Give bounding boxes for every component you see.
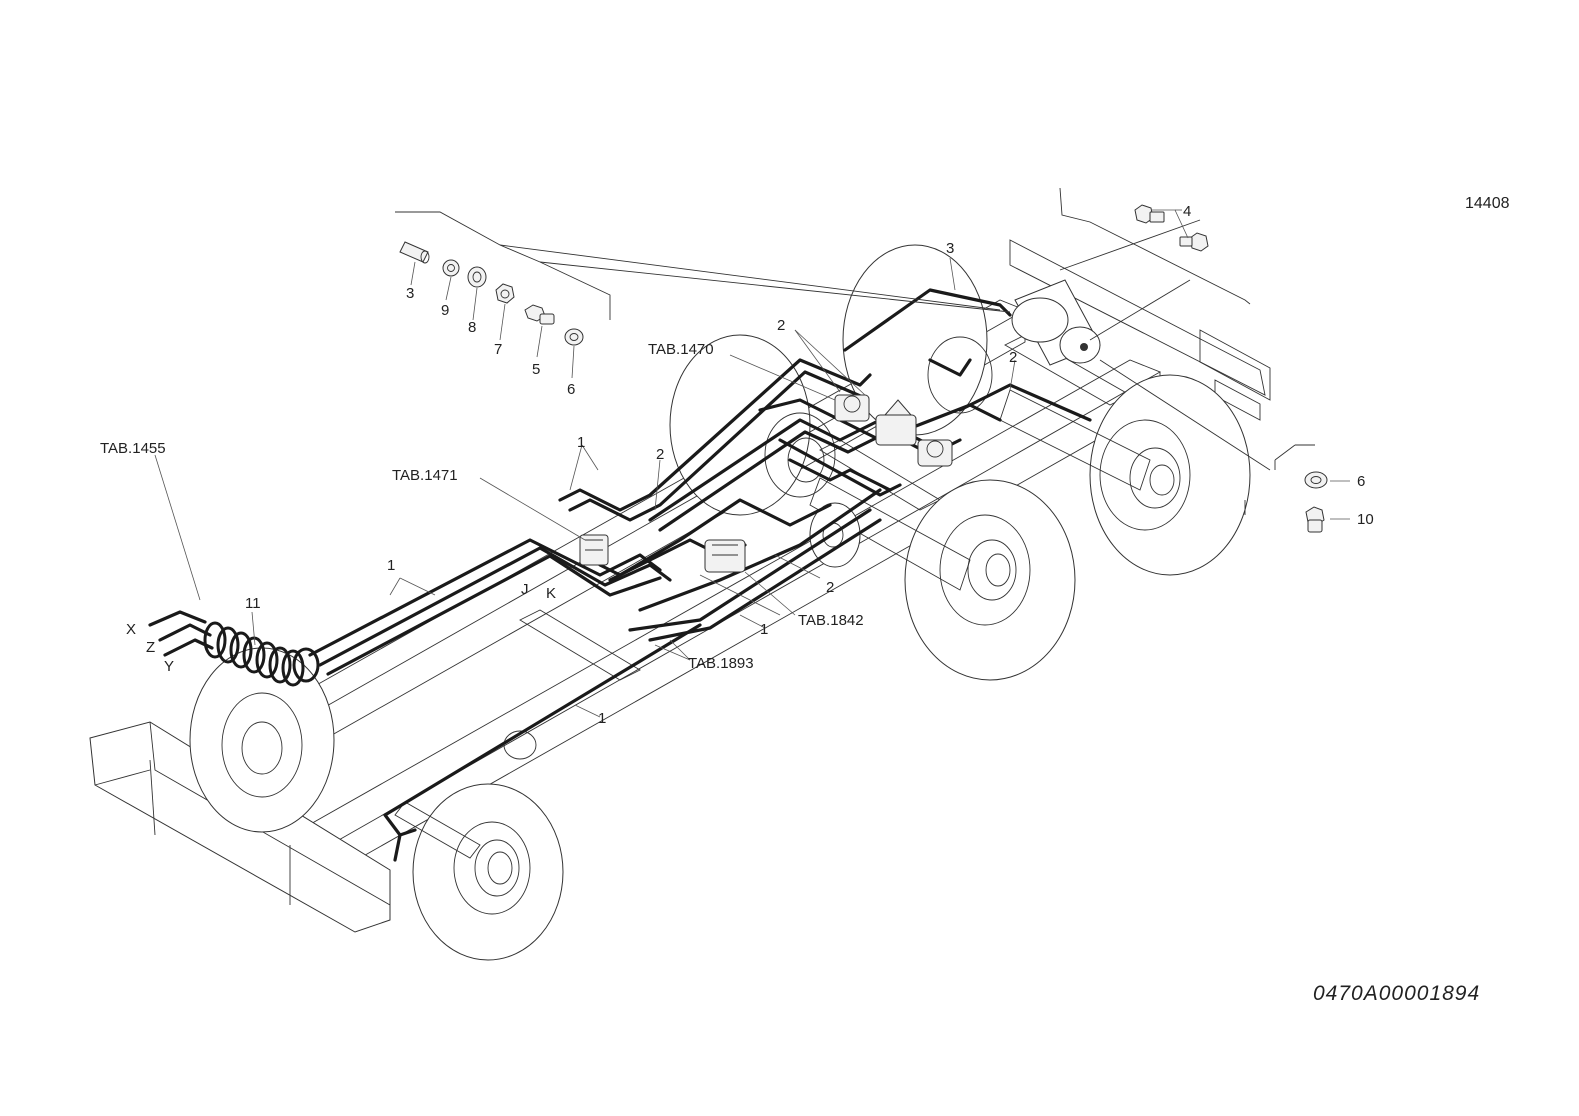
connector-j: J [521, 581, 529, 598]
callout-4: 4 [1183, 203, 1191, 220]
sleeve-part [467, 266, 487, 288]
callout-1: 1 [760, 621, 768, 638]
bush-part [442, 259, 460, 277]
ref-tab-1893: TAB.1893 [688, 655, 754, 672]
callout-1: 1 [577, 434, 585, 451]
coiled-hose [148, 610, 320, 687]
wheels [189, 244, 1251, 961]
connector-k: K [546, 585, 556, 602]
washer-part-right [1304, 471, 1328, 489]
callout-11: 11 [245, 595, 261, 612]
callout-7: 7 [494, 341, 502, 358]
callout-1: 1 [387, 557, 395, 574]
bolt-part [1134, 204, 1209, 252]
hex-nut-part [495, 283, 515, 304]
callout-5: 5 [532, 361, 540, 378]
callout-3: 3 [406, 285, 414, 302]
ref-tab-1455: TAB.1455 [100, 440, 166, 457]
exploded-parts-right [1099, 204, 1328, 533]
fitting-part [524, 304, 555, 325]
pin-part [399, 241, 430, 264]
exploded-parts-group [395, 211, 1011, 346]
ref-tab-1470: TAB.1470 [648, 341, 714, 358]
ref-tab-1842: TAB.1842 [798, 612, 864, 629]
drawing-number: 14408 [1465, 195, 1510, 212]
callout-8: 8 [468, 319, 476, 336]
callout-6: 6 [1357, 473, 1365, 490]
leader-lines [154, 257, 1350, 718]
washer-part [564, 328, 584, 346]
callout-2: 2 [826, 579, 834, 596]
valves [579, 394, 953, 573]
connector-z: Z [146, 639, 155, 656]
drawing-code: 0470A00001894 [1313, 982, 1480, 1005]
callout-9: 9 [441, 302, 449, 319]
connector-y: Y [164, 658, 174, 675]
callout-1: 1 [598, 710, 606, 727]
labels: 14408 0470A00001894 TAB.1470 TAB.1455 TA… [100, 195, 1510, 1005]
connector-x: X [126, 621, 136, 638]
callout-3: 3 [946, 240, 954, 257]
callout-6: 6 [567, 381, 575, 398]
ref-tab-1471: TAB.1471 [392, 467, 458, 484]
union-part [1305, 506, 1325, 533]
callout-10: 10 [1357, 511, 1374, 528]
callout-2: 2 [656, 446, 664, 463]
callout-2: 2 [777, 317, 785, 334]
air-tank [1011, 219, 1201, 366]
callout-2: 2 [1009, 349, 1017, 366]
